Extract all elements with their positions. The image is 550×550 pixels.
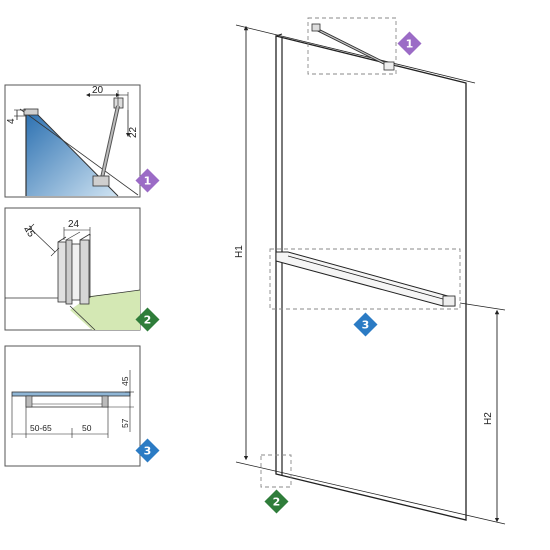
detail-2-panel: 24 25 2: [4, 207, 160, 332]
badge-2-main: 2: [264, 489, 289, 514]
dim-22-label: 22: [128, 126, 139, 138]
dim-24-label: 24: [68, 219, 80, 230]
dim-50-label: 50: [82, 423, 92, 433]
badge-2-detail: 2: [135, 307, 160, 332]
glass-edge: [11, 391, 131, 397]
dim-25-label: 25: [21, 224, 36, 240]
glass-panel: [275, 35, 467, 521]
main-drawing: H1 H2 1 3 2: [234, 17, 506, 525]
dim-57-label: 57: [120, 418, 130, 428]
svg-text:1: 1: [144, 175, 152, 188]
detail-1-panel: 20 22 4 1: [4, 84, 160, 198]
badge-1-main: 1: [397, 31, 422, 56]
top-clamp: [23, 108, 39, 116]
detail-box-3: [269, 248, 461, 310]
svg-text:3: 3: [362, 319, 370, 332]
wall-profile: [57, 231, 91, 305]
svg-text:2: 2: [144, 314, 152, 327]
svg-text:3: 3: [144, 445, 152, 458]
badge-3-main: 3: [353, 312, 378, 337]
svg-text:2: 2: [273, 496, 281, 509]
dim-20-label: 20: [92, 85, 104, 96]
h2-label: H2: [483, 412, 494, 425]
badge-1-detail: 1: [135, 168, 160, 193]
dim-45-label: 45: [120, 376, 130, 386]
badge-3-detail: 3: [135, 438, 160, 463]
glass-pane: [26, 110, 118, 196]
dim-50-65-label: 50-65: [30, 423, 52, 433]
detail-box-1: [307, 17, 397, 75]
h1-label: H1: [234, 245, 245, 258]
detail-box-2: [260, 454, 292, 488]
svg-text:1: 1: [406, 38, 414, 51]
detail-3-panel: 45 57 50-65 50 3: [4, 345, 160, 467]
bar-clamp: [92, 175, 110, 187]
dim-4-label: 4: [6, 118, 17, 124]
